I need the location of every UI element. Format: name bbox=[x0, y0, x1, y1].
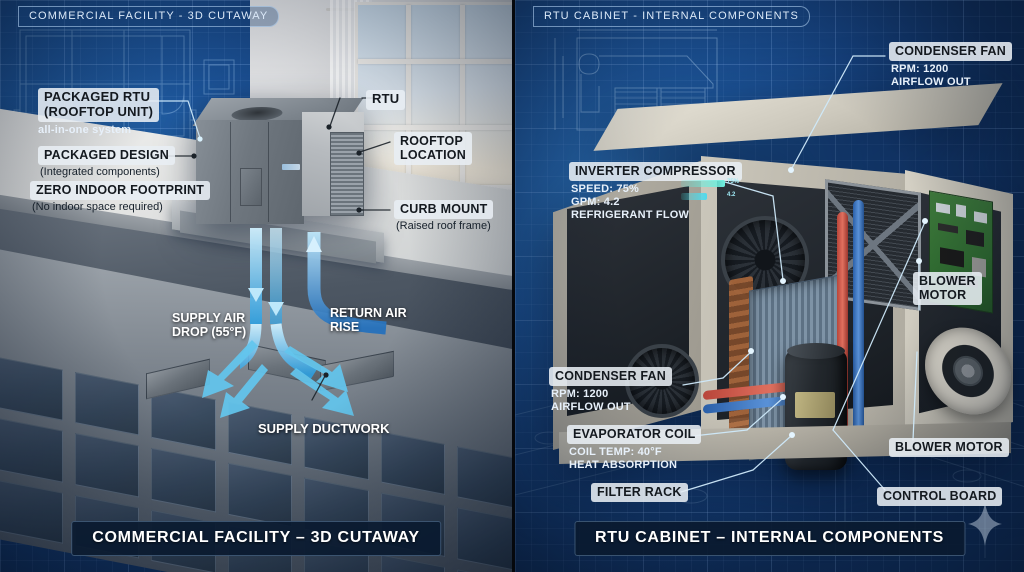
banner-right: RTU CABINET – INTERNAL COMPONENTS bbox=[573, 521, 966, 556]
left-panel: PACKAGED RTU (ROOFTOP UNIT) all-in-one s… bbox=[0, 0, 512, 572]
callout-rtu-title: RTU bbox=[366, 90, 406, 110]
callout-packaged-design-title: PACKAGED DESIGN bbox=[38, 146, 176, 165]
corner-tag-right: RTU CABINET - INTERNAL COMPONENTS bbox=[533, 6, 810, 27]
callout-blower-motor-upper-title: BLOWER MOTOR bbox=[913, 272, 982, 305]
callout-packaged-rtu-sub: all-in-one system bbox=[38, 124, 132, 137]
callout-blower-motor-lower-title: BLOWER MOTOR bbox=[889, 438, 1009, 457]
callout-packaged-rtu-title: PACKAGED RTU (ROOFTOP UNIT) bbox=[38, 88, 160, 123]
callout-filter-rack-title: FILTER RACK bbox=[591, 483, 688, 502]
callout-curb-mount-sub: (Raised roof frame) bbox=[396, 220, 491, 232]
rtu-condenser-grille bbox=[330, 132, 364, 216]
callout-filter-rack[interactable]: FILTER RACK bbox=[591, 483, 688, 502]
callout-packaged-design[interactable]: PACKAGED DESIGN (Integrated components) bbox=[38, 146, 176, 179]
callout-return-air-rise[interactable]: RETURN AIR RISE bbox=[330, 306, 407, 334]
callout-evaporator-coil-sub: COIL TEMP: 40°F HEAT ABSORPTION bbox=[569, 446, 678, 471]
rtu-access-door bbox=[240, 168, 262, 206]
compressor-nameplate bbox=[795, 392, 835, 418]
callout-curb-mount[interactable]: CURB MOUNT (Raised roof frame) bbox=[394, 200, 494, 233]
callout-condenser-fan-lower[interactable]: CONDENSER FAN RPM: 1200 AIRFLOW OUT bbox=[549, 367, 672, 414]
callout-condenser-fan-top-title: CONDENSER FAN bbox=[889, 42, 1012, 61]
refrigerant-pipe-suction bbox=[853, 200, 864, 432]
hud-speed-value: 75% bbox=[727, 179, 740, 185]
callout-inverter-compressor-title: INVERTER COMPRESSOR bbox=[569, 162, 742, 181]
callout-blower-motor-lower[interactable]: BLOWER MOTOR bbox=[889, 438, 1009, 457]
sparkle-icon bbox=[968, 502, 1002, 546]
callout-zero-indoor-footprint[interactable]: ZERO INDOOR FOOTPRINT (No indoor space r… bbox=[30, 181, 211, 214]
rooftop-unit bbox=[192, 98, 364, 224]
callout-packaged-rtu[interactable]: PACKAGED RTU (ROOFTOP UNIT) all-in-one s… bbox=[38, 88, 160, 137]
callout-control-board[interactable]: CONTROL BOARD bbox=[877, 487, 1003, 506]
rtu-brand-badge bbox=[282, 164, 300, 170]
banner-left: COMMERCIAL FACILITY – 3D CUTAWAY bbox=[71, 521, 441, 556]
callout-supply-ductwork[interactable]: SUPPLY DUCTWORK bbox=[258, 421, 390, 436]
callout-zero-indoor-footprint-title: ZERO INDOOR FOOTPRINT bbox=[30, 181, 211, 200]
callout-evaporator-coil-title: EVAPORATOR COIL bbox=[567, 425, 702, 444]
hud-gpm-value: 4.2 bbox=[727, 192, 736, 198]
callout-rtu[interactable]: RTU bbox=[366, 90, 406, 110]
corner-tag-left: COMMERCIAL FACILITY - 3D CUTAWAY bbox=[18, 6, 280, 27]
callout-condenser-fan-top[interactable]: CONDENSER FAN RPM: 1200 AIRFLOW OUT bbox=[889, 42, 1012, 89]
callout-rooftop-location-title: ROOFTOP LOCATION bbox=[394, 132, 472, 165]
callout-packaged-design-sub: (Integrated components) bbox=[40, 166, 160, 178]
rooftop-scene bbox=[0, 0, 512, 572]
callout-blower-motor-upper[interactable]: BLOWER MOTOR bbox=[913, 272, 982, 305]
cabinet-roof-panel bbox=[593, 83, 1003, 151]
callout-inverter-compressor-sub: SPEED: 75% GPM: 4.2 REFRIGERANT FLOW bbox=[571, 183, 690, 221]
callout-zero-indoor-footprint-sub: (No indoor space required) bbox=[32, 201, 163, 213]
callout-curb-mount-title: CURB MOUNT bbox=[394, 200, 494, 219]
callout-condenser-fan-lower-sub: RPM: 1200 AIRFLOW OUT bbox=[551, 388, 631, 413]
callout-supply-air-drop[interactable]: SUPPLY AIR DROP (55°F) bbox=[172, 311, 247, 339]
callout-control-board-title: CONTROL BOARD bbox=[877, 487, 1003, 506]
callout-condenser-fan-lower-title: CONDENSER FAN bbox=[549, 367, 672, 386]
callout-inverter-compressor[interactable]: INVERTER COMPRESSOR SPEED: 75% GPM: 4.2 … bbox=[569, 162, 742, 222]
right-panel: CONDENSER FAN RPM: 1200 AIRFLOW OUT INVE… bbox=[512, 0, 1024, 572]
callout-rooftop-location[interactable]: ROOFTOP LOCATION bbox=[394, 132, 472, 165]
refrigerant-flow-hud: 75% 4.2 bbox=[681, 178, 741, 206]
callout-evaporator-coil[interactable]: EVAPORATOR COIL COIL TEMP: 40°F HEAT ABS… bbox=[567, 425, 702, 472]
callout-condenser-fan-top-sub: RPM: 1200 AIRFLOW OUT bbox=[891, 63, 971, 88]
